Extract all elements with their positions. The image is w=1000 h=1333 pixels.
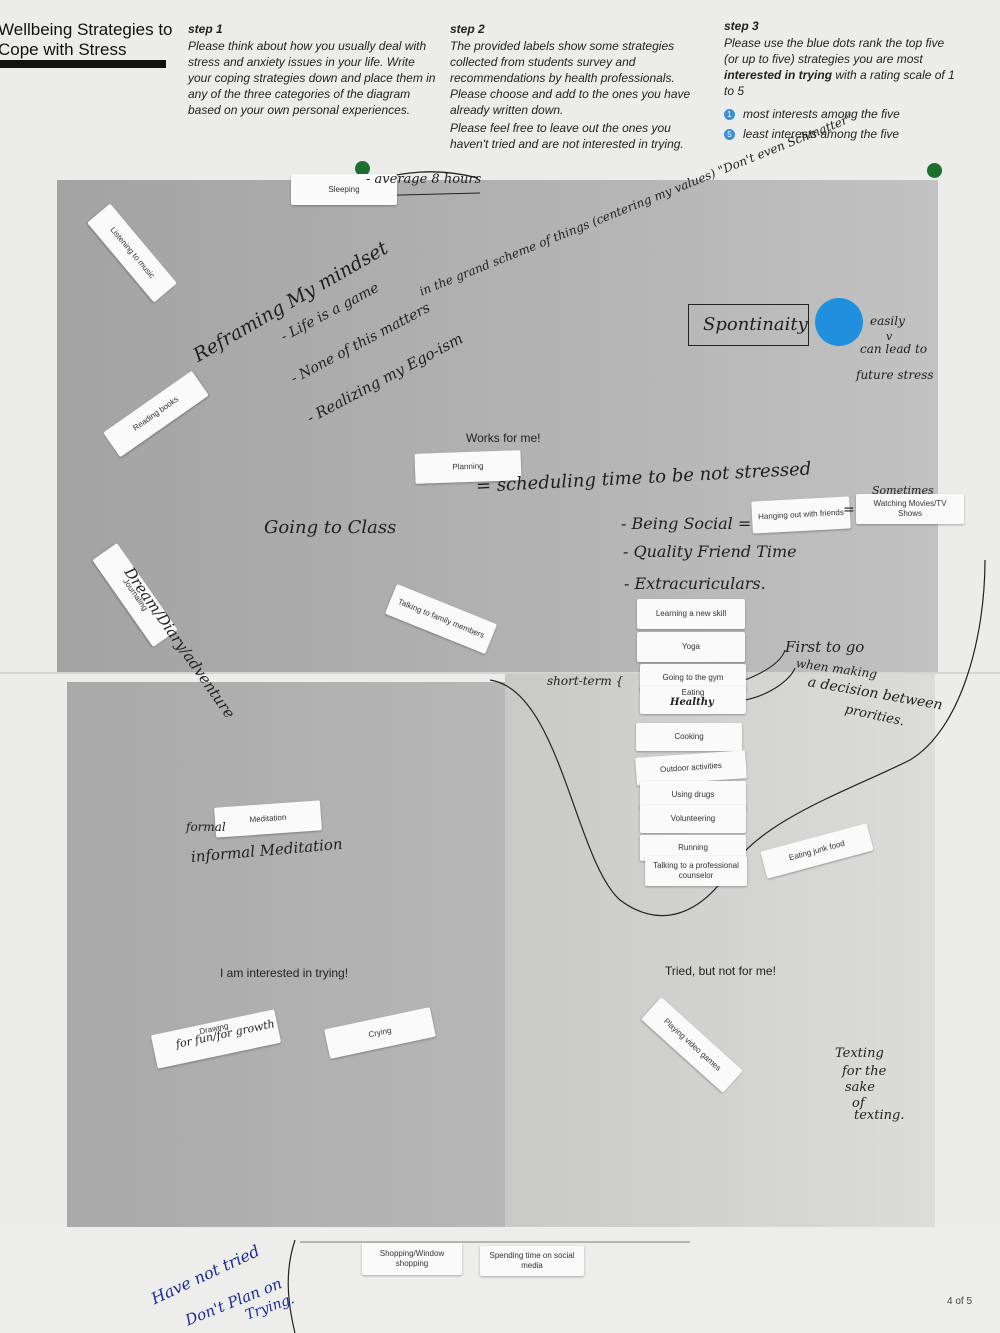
note-future-stress: future stress <box>856 368 934 382</box>
region-label-tried-not: Tried, but not for me! <box>665 964 776 978</box>
region-label-interested: I am interested in trying! <box>220 966 349 980</box>
page-number: 4 of 5 <box>947 1296 973 1307</box>
spontaneity-box <box>688 304 809 346</box>
rank-5-dot: 5 <box>724 128 735 140</box>
note-texting-4: of <box>852 1096 865 1111</box>
note-first-to-go: First to go <box>785 638 865 656</box>
label-drugs[interactable]: Using drugs <box>640 781 746 809</box>
note-texting-5: texting. <box>854 1108 905 1123</box>
title-underline <box>0 60 166 68</box>
rank-1-dot: 1 <box>724 108 735 120</box>
note-going-class: Going to Class <box>264 517 397 538</box>
note-easily: easily <box>870 314 905 328</box>
step-2-heading: step 2 <box>450 22 485 36</box>
step-2-text: The provided labels show some strategies… <box>450 39 691 117</box>
note-texting-2: for the <box>842 1064 887 1079</box>
works-for-me-region <box>57 180 938 672</box>
step-3-heading: step 3 <box>724 19 759 33</box>
paper-fold <box>0 672 1000 674</box>
note-quality-time: - Quality Friend Time <box>623 542 797 561</box>
step-2: step 2 The provided labels show some str… <box>450 22 705 152</box>
title-line-1: Wellbeing Strategies to <box>0 20 173 39</box>
rank-5-row: 5 least interests among the five <box>724 127 959 141</box>
label-counselor[interactable]: Talking to a professional counselor <box>645 856 747 886</box>
green-pin-left <box>355 161 370 176</box>
step-2-text-2: Please feel free to leave out the ones y… <box>450 121 684 151</box>
note-average-hours: - average 8 hours <box>366 172 482 187</box>
green-pin-right <box>927 163 942 178</box>
interested-in-trying-region <box>67 682 505 1227</box>
note-spontaneity: Spontinaity <box>703 314 808 335</box>
note-extracurricular: - Extracuriculars. <box>624 574 766 593</box>
rank-5-text: least interests among the five <box>743 127 900 141</box>
label-yoga[interactable]: Yoga <box>637 632 745 662</box>
rank-1-text: most interests among the five <box>743 107 900 121</box>
step-1: step 1 Please think about how you usuall… <box>188 22 438 118</box>
note-sometimes: Sometimes <box>872 484 934 497</box>
step-1-heading: step 1 <box>188 22 223 36</box>
step-3-text-bold: interested in trying <box>724 68 833 82</box>
label-watching-movies[interactable]: Watching Movies/TV Shows <box>856 494 964 524</box>
step-3-text-b: with a rating scale of 1 to 5 <box>724 68 955 98</box>
label-volunteering[interactable]: Volunteering <box>640 805 746 833</box>
step-3: step 3 Please use the blue dots rank the… <box>724 19 959 141</box>
note-texting-3: sake <box>845 1080 875 1095</box>
step-1-text: Please think about how you usually deal … <box>188 39 436 117</box>
region-label-works: Works for me! <box>466 431 541 445</box>
label-eating[interactable]: Eating <box>640 686 746 714</box>
note-can-lead: can lead to <box>860 342 928 356</box>
rank-1-row: 1 most interests among the five <box>724 107 959 121</box>
note-healthy: Healthy <box>670 697 714 708</box>
step-3-text: Please use the blue dots rank the top fi… <box>724 35 959 99</box>
page-title: Wellbeing Strategies to Cope with Stress <box>0 20 173 60</box>
label-hanging-out[interactable]: Hanging out with friends <box>751 496 851 534</box>
not-tried-region <box>0 1227 1000 1333</box>
label-shopping[interactable]: Shopping/Window shopping <box>362 1243 462 1275</box>
step-3-text-a: Please use the blue dots rank the top fi… <box>724 36 945 66</box>
note-formal: formal <box>186 820 226 834</box>
ranking-blue-dot[interactable] <box>815 298 863 346</box>
label-sleeping[interactable]: Sleeping <box>291 174 397 205</box>
label-cooking[interactable]: Cooking <box>636 723 742 751</box>
note-texting-1: Texting <box>835 1046 884 1061</box>
note-being-social: - Being Social = <box>621 514 752 533</box>
note-arrow-v: v <box>886 330 893 343</box>
title-line-2: Cope with Stress <box>0 40 127 59</box>
label-learning-skill[interactable]: Learning a new skill <box>637 599 745 629</box>
note-short-term: short-term { <box>547 674 624 688</box>
note-equals: = <box>843 502 855 518</box>
label-social-media[interactable]: Spending time on social media <box>480 1246 584 1276</box>
